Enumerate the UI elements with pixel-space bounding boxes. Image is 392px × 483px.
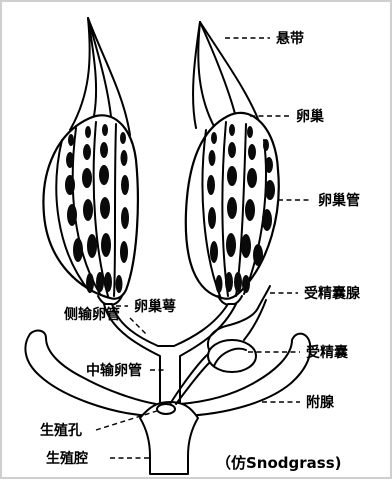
label-accessory-gland: 附腺 <box>306 394 335 411</box>
label-lateral-oviduct: 侧输卵管 <box>64 306 120 323</box>
label-spermathecal-gland: 受精囊腺 <box>304 285 361 302</box>
label-suspensory-ligament: 悬带 <box>275 31 304 47</box>
label-ovary: 卵巢 <box>296 108 325 125</box>
label-ovariole: 卵巢管 <box>318 192 360 209</box>
gonopore-opening <box>157 404 175 414</box>
label-genital-chamber: 生殖腔 <box>46 450 88 467</box>
left-ovary <box>43 18 137 305</box>
label-spermatheca: 受精囊 <box>306 344 349 361</box>
label-common-oviduct: 中输卵管 <box>86 362 142 379</box>
label-gonopore: 生殖孔 <box>40 422 82 439</box>
left-ligament-strand-1 <box>70 18 90 130</box>
label-calyx: 卵巢萼 <box>134 298 176 315</box>
right-ovary <box>186 22 279 305</box>
figure-credit: （仿Snodgrass) <box>216 454 342 472</box>
spermatheca-sac <box>208 340 256 372</box>
spermathecal-gland-tube <box>244 300 266 340</box>
right-ligament-strand-3 <box>200 22 238 126</box>
